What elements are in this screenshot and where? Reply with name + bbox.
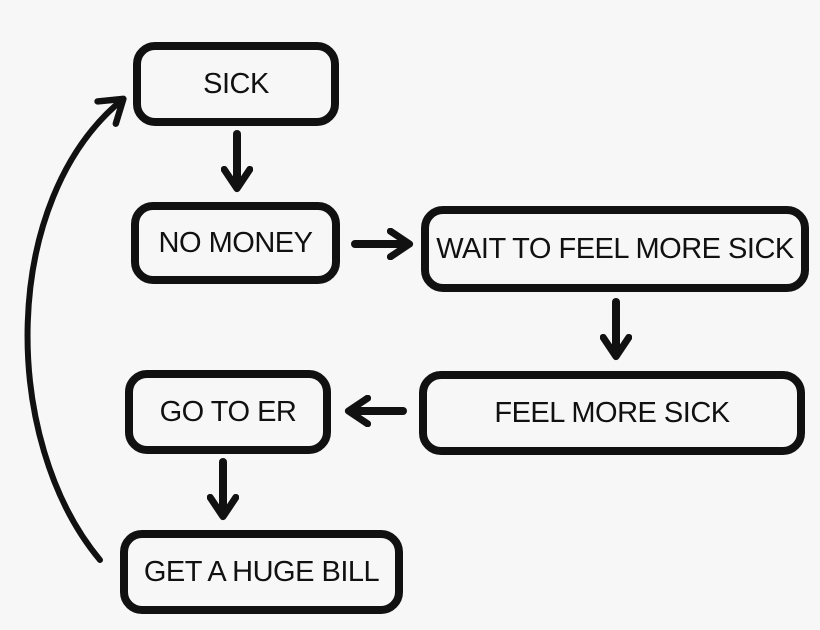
node-bill-label: GET A HUGE BILL bbox=[143, 555, 380, 588]
node-no-money: NO MONEY bbox=[131, 202, 340, 284]
node-wait-label: WAIT TO FEEL MORE SICK bbox=[436, 232, 794, 265]
arrow-bill-to-sick-loop bbox=[24, 95, 127, 563]
node-wait-to-feel-more-sick: WAIT TO FEEL MORE SICK bbox=[421, 206, 809, 292]
node-get-a-huge-bill: GET A HUGE BILL bbox=[120, 530, 403, 614]
node-go-to-er: GO TO ER bbox=[125, 370, 331, 454]
node-sick-label: SICK bbox=[203, 67, 269, 100]
node-feel-more-sick-label: FEEL MORE SICK bbox=[494, 396, 730, 429]
node-sick: SICK bbox=[133, 42, 339, 126]
node-feel-more-sick: FEEL MORE SICK bbox=[419, 371, 805, 455]
node-go-to-er-label: GO TO ER bbox=[159, 395, 297, 428]
node-no-money-label: NO MONEY bbox=[158, 226, 313, 259]
